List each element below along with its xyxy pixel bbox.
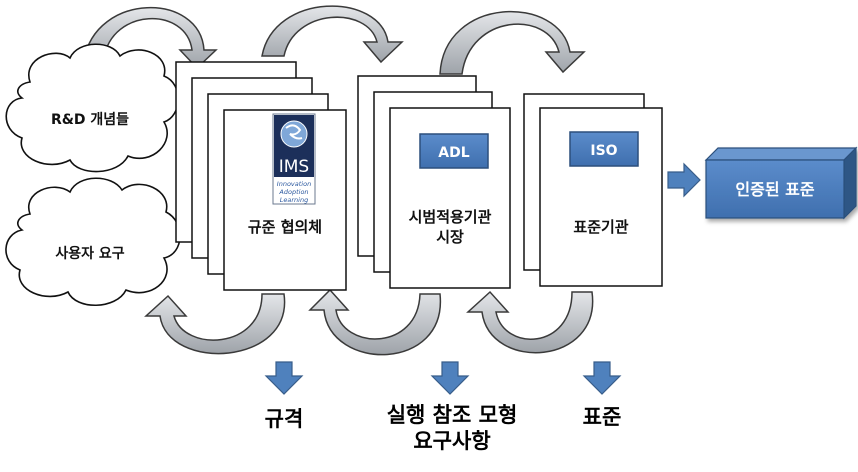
down-arrow-reference-model: [430, 361, 470, 395]
iso-badge-label: ISO: [590, 143, 617, 159]
certified-standard-block: 인증된 표준: [704, 146, 858, 220]
curved-arrow-bottom-2: [308, 288, 441, 356]
ims-logo-text: IMS: [279, 157, 309, 177]
stage-consortium-stack: IMS Innovation Adoption Learning 규준 협의체: [175, 61, 347, 291]
output-standard-label: 표준: [583, 405, 622, 429]
user-needs-label: 사용자 요구: [55, 246, 124, 262]
cloud-user-needs: 사용자 요구: [5, 177, 181, 307]
output-spec-label: 규격: [265, 407, 304, 431]
certified-standard-label: 인증된 표준: [735, 180, 814, 199]
stage-standards-body-label: 표준기관: [573, 218, 628, 236]
output-reference-model-line1: 실행 참조 모형: [387, 403, 518, 427]
ims-logo-line1: Innovation: [277, 180, 311, 188]
output-reference-model-line2: 요구사항: [413, 429, 490, 453]
curved-arrow-bottom-1: [144, 293, 286, 355]
stage-market-label-line1: 시범적용기관: [409, 208, 492, 226]
adl-badge: [419, 133, 489, 169]
arrow-to-certified-standard: [667, 162, 701, 198]
ims-logo: IMS Innovation Adoption Learning: [272, 113, 316, 205]
curved-arrow-top-1: [83, 7, 218, 70]
rd-concepts-label: R&D 개념들: [51, 112, 129, 128]
ims-logo-line2: Adoption: [278, 188, 308, 196]
cloud-rd-concepts: R&D 개념들: [5, 43, 179, 173]
stage-market-label-line2: 시장: [436, 228, 464, 246]
iso-badge: [569, 131, 639, 167]
down-arrow-spec: [264, 361, 304, 395]
adl-badge-label: ADL: [438, 145, 469, 161]
stage-standards-body-stack: ISO 표준기관: [523, 93, 663, 287]
curved-arrow-top-2: [261, 5, 404, 64]
stage-consortium-label: 규준 협의체: [248, 218, 322, 236]
curved-arrow-bottom-3: [466, 290, 594, 354]
ims-logo-line3: Learning: [280, 196, 308, 204]
down-arrow-standard: [582, 361, 622, 395]
curved-arrow-top-3: [439, 10, 586, 75]
stage-market-stack: ADL 시범적용기관 시장: [357, 75, 511, 289]
